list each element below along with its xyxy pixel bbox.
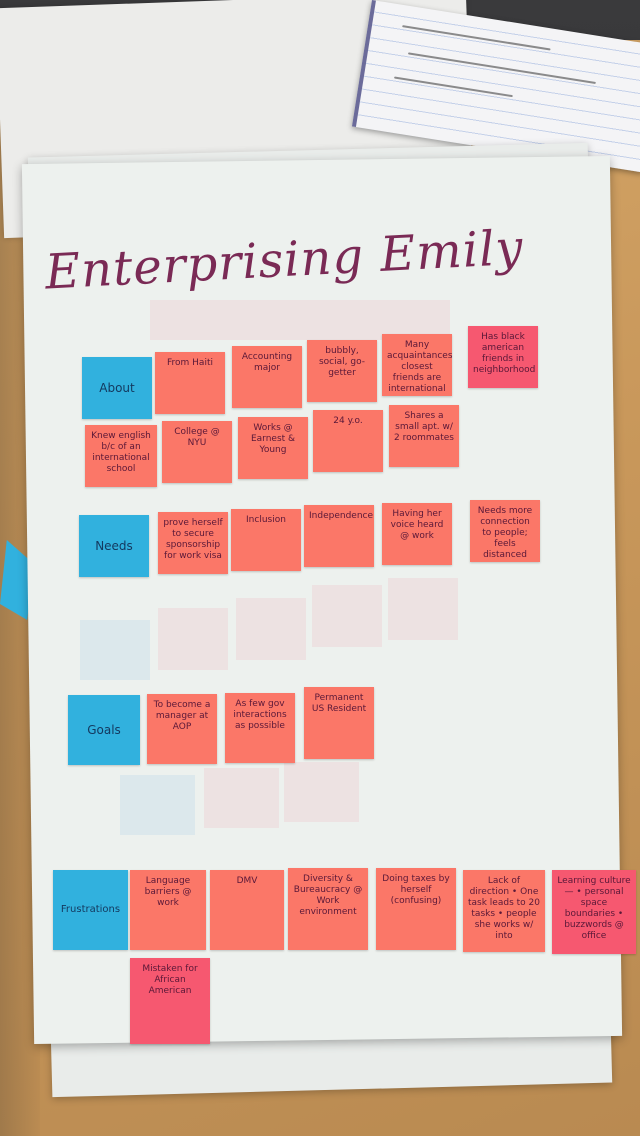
frustrations-note: Learning culture — • personal space boun… [552,870,636,954]
ghost-note [204,768,279,828]
needs-note: prove herself to secure sponsorship for … [158,512,228,574]
about-note: Works @ Earnest & Young [238,417,308,479]
ghost-note [150,300,450,340]
about-note: Accounting major [232,346,302,408]
needs-note: Independence [304,505,374,567]
section-label-needs: Needs [79,515,149,577]
about-note: Many acquaintances, closest friends are … [382,334,452,396]
frustrations-note: DMV [210,870,284,950]
frustrations-note: Lack of direction • One task leads to 20… [463,870,545,952]
ghost-note [312,585,382,647]
frustrations-note: Doing taxes by herself (confusing) [376,868,456,950]
about-note: Knew english b/c of an international sch… [85,425,157,487]
about-note: 24 y.o. [313,410,383,472]
notebook-scribble [394,76,513,98]
section-label-frustrations: Frustrations [53,870,128,950]
section-label-goals: Goals [68,695,140,765]
about-note: From Haiti [155,352,225,414]
goals-note: To become a manager at AOP [147,694,217,764]
about-note: Has black american friends in neighborho… [468,326,538,388]
goals-note: Permanent US Resident [304,687,374,759]
ghost-note [80,620,150,680]
needs-note: Needs more connection to people; feels d… [470,500,540,562]
section-label-about: About [82,357,152,419]
needs-note: Inclusion [231,509,301,571]
ghost-note [284,762,359,822]
notebook-scribble [407,52,596,85]
about-note: bubbly, social, go-getter [307,340,377,402]
frustrations-note: Language barriers @ work [130,870,206,950]
ghost-note [120,775,195,835]
frustrations-note: Mistaken for African American [130,958,210,1044]
goals-note: As few gov interactions as possible [225,693,295,763]
ghost-note [158,608,228,670]
about-note: Shares a small apt. w/ 2 roommates [389,405,459,467]
ghost-note [236,598,306,660]
notebook-scribble [402,25,551,51]
about-note: College @ NYU [162,421,232,483]
ghost-note [388,578,458,640]
frustrations-note: Diversity & Bureaucracy @ Work environme… [288,868,368,950]
needs-note: Having her voice heard @ work [382,503,452,565]
